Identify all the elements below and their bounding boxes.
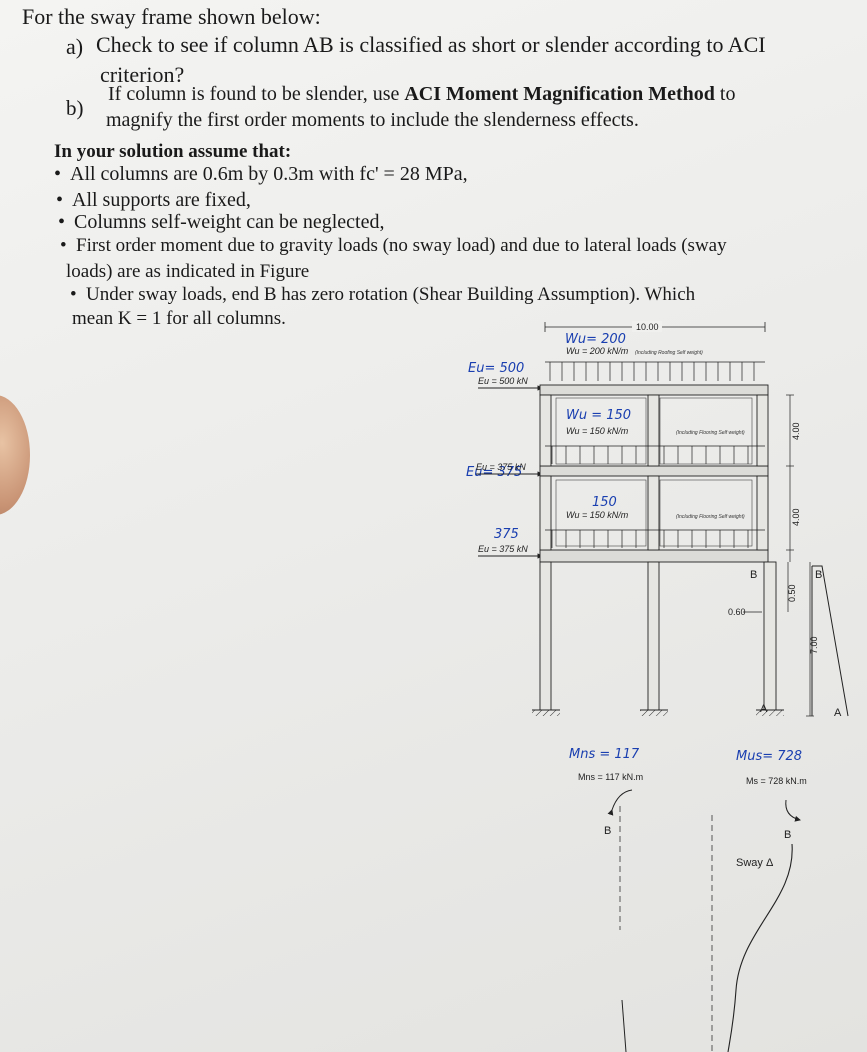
roof-load-label: Wu = 200 kN/m [566,346,629,356]
floor2-load-note: (Including Flooring Self weight) [676,430,745,436]
part-b-line1: If column is found to be slender, use AC… [108,83,736,105]
floor2-load-arrows [545,445,765,464]
dim-beam: 0.50 [787,584,797,602]
dim-story-top: 4.00 [791,422,801,440]
span-dimension: 10.00 [544,321,766,332]
roof-load-arrows [545,361,765,381]
sway-label: Sway Δ [736,857,774,869]
mns-arrow [607,789,633,816]
sway-deflected-shape [811,565,849,717]
node-b-mns: B [604,825,611,837]
bullet-first-order-2: loads) are as indicated in Figure [66,261,310,282]
fixed-supports [532,709,784,716]
assume-heading: In your solution assume that: [54,141,292,162]
node-a-frame: A [760,703,768,715]
ms-arrow [785,799,801,822]
floor1-load-label: Wu = 150 kN/m [566,510,629,520]
mns-label: Mns = 117 kN.m [578,772,643,782]
frame-beams [539,384,769,563]
frame-columns [539,394,777,711]
dim-story-mid: 4.00 [791,508,801,526]
node-b-sway: B [815,569,822,581]
dim-ground: 7.00 [809,636,819,654]
hw-roof-load: Wu= 200 [565,332,626,347]
svg-text:10.00: 10.00 [636,322,659,332]
right-dimensions [743,394,814,717]
lateral-roof-label: Eu = 500 kN [478,376,528,386]
node-b-frame: B [750,569,757,581]
bullet-supports: All supports are fixed, [56,190,251,210]
hw-floor1-load: 150 [592,495,617,510]
infill-outlines [555,397,753,547]
bullet-first-order-1: First order moment due to gravity loads … [60,236,727,255]
part-a-marker: a) [66,34,84,59]
roof-load-note: (Including Roofing Self weight) [635,350,703,356]
problem-title: For the sway frame shown below: [22,4,321,29]
part-a-line2: criterion? [100,62,185,87]
node-b-ms: B [784,829,791,841]
floor1-load-note: (Including Flooring Self weight) [676,514,745,520]
hw-lateral-roof: Eu= 500 [468,361,524,376]
hw-ms: Mus= 728 [736,749,802,764]
part-b-marker: b) [66,96,84,120]
mns-lower-line [621,999,627,1052]
bullet-selfweight: Columns self-weight can be neglected, [58,212,384,232]
floor1-load-arrows [545,529,765,548]
bullet-sway-2: mean K = 1 for all columns. [72,308,286,329]
dim-col-width: 0.60 [728,607,746,617]
lateral-f2-label: Eu = 375 kN [476,462,526,472]
sway-curve [727,843,793,1052]
ms-label: Ms = 728 kN.m [746,776,807,786]
part-a-line1: Check to see if column AB is classified … [96,32,766,57]
hw-lateral-f1: 375 [494,527,519,542]
node-a-sway: A [834,707,842,719]
hw-mns: Mns = 117 [569,747,640,762]
part-b-line2: magnify the first order moments to inclu… [106,109,639,131]
hw-lateral-f2: Eu= 375 [466,465,522,480]
hw-floor2-load: Wu = 150 [566,408,631,423]
lateral-f1-label: Eu = 375 kN [478,544,528,554]
bullet-columns: All columns are 0.6m by 0.3m with fc' = … [54,164,468,184]
bullet-sway-1: Under sway loads, end B has zero rotatio… [70,285,695,304]
floor2-load-label: Wu = 150 kN/m [566,426,629,436]
